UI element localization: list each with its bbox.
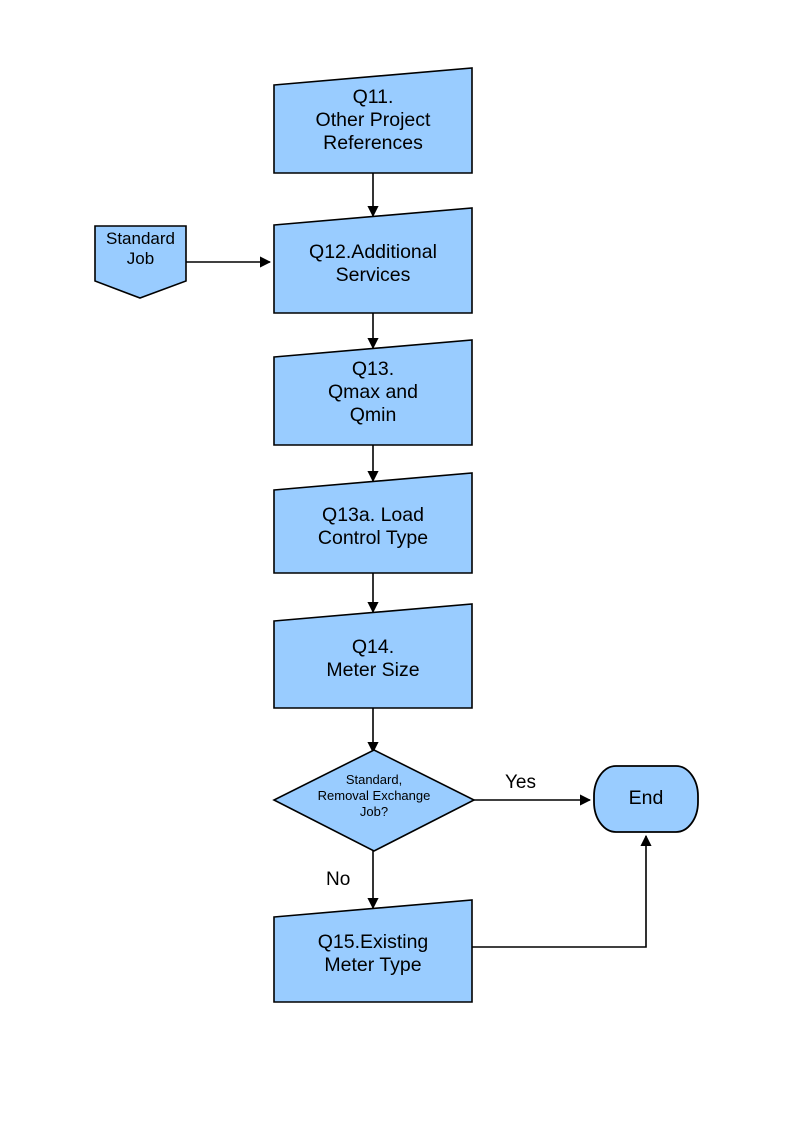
node-q15-shape[interactable] — [273, 899, 473, 1003]
edge-label-no: No — [326, 869, 351, 890]
connector-q15-to-end — [472, 834, 652, 948]
node-q13a-shape[interactable] — [273, 472, 473, 574]
node-q11-shape[interactable] — [273, 67, 473, 174]
node-end-shape[interactable] — [593, 765, 699, 833]
node-q12-shape[interactable] — [273, 207, 473, 314]
node-standard-job-shape[interactable] — [94, 225, 187, 299]
node-decision-shape[interactable] — [272, 749, 476, 852]
edge-label-yes: Yes — [505, 772, 536, 793]
node-q14-shape[interactable] — [273, 603, 473, 709]
node-q13-shape[interactable] — [273, 339, 473, 446]
